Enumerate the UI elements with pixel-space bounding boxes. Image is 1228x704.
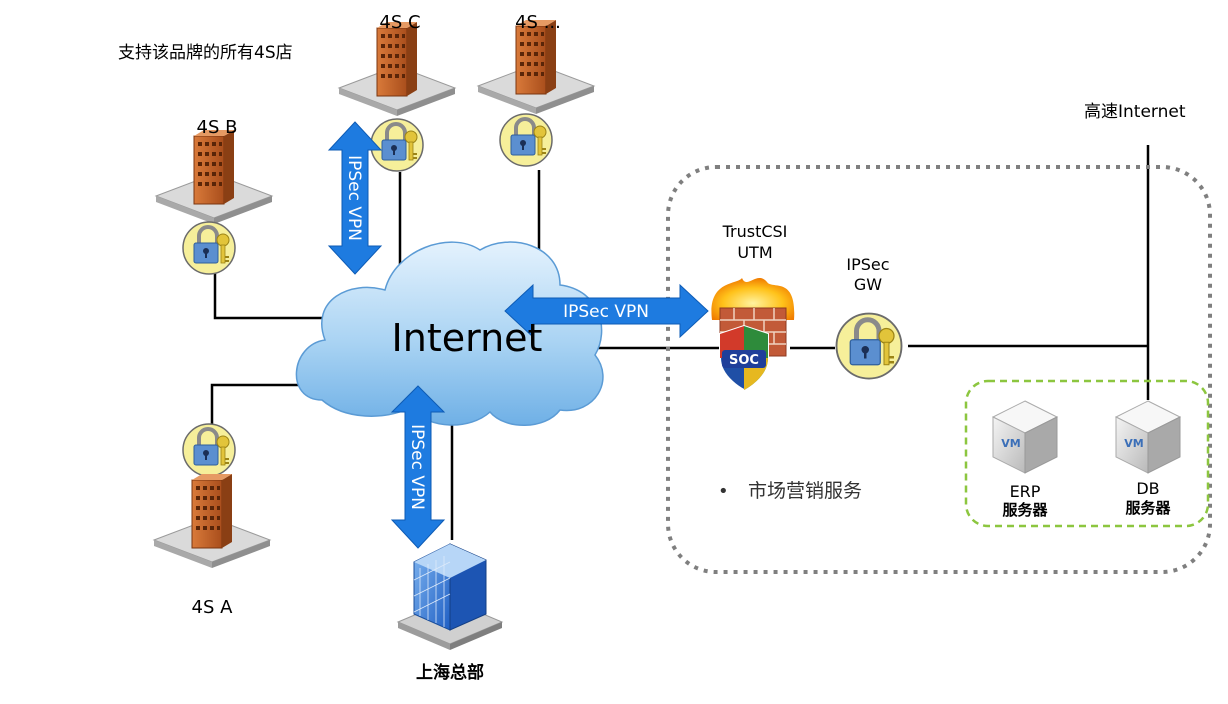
vm-label-erp: VM bbox=[1001, 437, 1020, 450]
store-a-building-icon bbox=[153, 473, 271, 569]
hq-label: 上海总部 bbox=[416, 663, 484, 683]
erp-server-icon: VM bbox=[992, 400, 1058, 474]
utm-label-line2: UTM bbox=[737, 243, 773, 262]
gw-label-line2: GW bbox=[853, 275, 883, 294]
market-bullet: • bbox=[718, 481, 729, 502]
store-b-label: 4S B bbox=[196, 117, 238, 138]
internet-label: Internet bbox=[392, 316, 543, 360]
store-more-building-icon bbox=[477, 19, 595, 115]
high-speed-internet-label: 高速Internet bbox=[1084, 102, 1186, 122]
support-all-label: 支持该品牌的所有4S店 bbox=[118, 43, 293, 63]
vpn-label-bottom: IPSec VPN bbox=[407, 424, 427, 510]
gw-label-line1: IPSec bbox=[846, 255, 890, 274]
vm-label-db: VM bbox=[1124, 437, 1143, 450]
store-more-lock-icon bbox=[498, 112, 554, 168]
vpn-label-top: IPSec VPN bbox=[344, 155, 364, 241]
erp-label-line2: 服务器 bbox=[1002, 501, 1048, 519]
store-a-lock-icon bbox=[181, 422, 237, 478]
db-server-icon: VM bbox=[1115, 400, 1181, 474]
market-service-label: 市场营销服务 bbox=[748, 480, 863, 502]
erp-label-line1: ERP bbox=[1009, 482, 1041, 501]
line-store-b bbox=[213, 272, 345, 320]
utm-label-line1: TrustCSI bbox=[722, 222, 788, 241]
store-more-label: 4S ... bbox=[515, 12, 561, 33]
gw-lock-icon bbox=[837, 314, 902, 379]
soc-label: SOC bbox=[729, 353, 759, 368]
store-c-lock-icon bbox=[369, 117, 425, 173]
cloud-icon bbox=[295, 241, 604, 426]
db-label-line1: DB bbox=[1136, 479, 1160, 498]
hq-tower-icon bbox=[396, 543, 504, 650]
store-c-building-icon bbox=[338, 21, 456, 117]
firewall-shield-icon: SOC bbox=[711, 278, 795, 392]
marketing-zone-boundary bbox=[666, 165, 1212, 574]
line-store-a bbox=[210, 383, 340, 436]
vpn-label-horizontal: IPSec VPN bbox=[563, 302, 649, 322]
store-a-label: 4S A bbox=[191, 597, 233, 618]
vpn-arrow-vertical-top: IPSec VPN bbox=[327, 121, 383, 275]
store-b-building-icon bbox=[155, 129, 273, 225]
connection-lines bbox=[210, 145, 1150, 540]
store-b-lock-icon bbox=[181, 220, 237, 276]
store-c-label: 4S C bbox=[379, 12, 421, 33]
db-label-line2: 服务器 bbox=[1125, 499, 1171, 517]
vpn-arrow-horizontal: IPSec VPN bbox=[504, 283, 709, 339]
server-group-boundary bbox=[964, 379, 1210, 528]
vpn-arrow-vertical-bottom: IPSec VPN bbox=[390, 385, 446, 549]
